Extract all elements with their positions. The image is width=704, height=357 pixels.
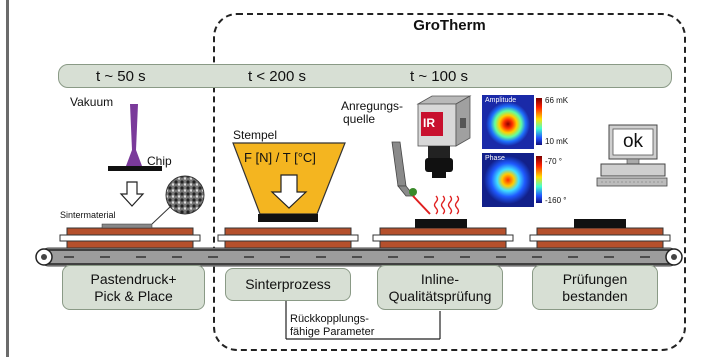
substrate-station4 — [529, 219, 671, 249]
phase-max: -70 ° — [545, 157, 562, 166]
step-pastendruck-line2: Pick & Place — [94, 287, 173, 304]
stamp — [232, 142, 346, 222]
feedback-label-1: Rückkopplungs- — [290, 313, 369, 325]
vakuum-label: Vakuum — [70, 95, 114, 109]
computer-icon — [596, 124, 668, 187]
stempel-label: Stempel — [233, 128, 278, 142]
amplitude-label: Amplitude — [485, 97, 517, 104]
heat-waves — [433, 195, 460, 215]
step-sinterprozess-line1: Sinterprozess — [245, 276, 331, 292]
grotherm-title: GroTherm — [413, 17, 486, 34]
amplitude-min: 10 mK — [545, 137, 569, 146]
time-step1: t ~ 50 s — [96, 68, 146, 85]
down-arrow-icon — [119, 181, 145, 207]
step-pastendruck-line1: Pastendruck+ — [90, 270, 177, 287]
chip-label: Chip — [147, 154, 172, 168]
amplitude-max: 66 mK — [545, 96, 569, 105]
feedback-bracket — [285, 296, 441, 340]
phase-min: -160 ° — [545, 196, 567, 205]
step-pruefungen-line1: Prüfungen — [562, 270, 628, 287]
vacuum-nozzle — [108, 104, 162, 171]
anregung-label-2: quelle — [343, 112, 376, 126]
ir-label: IR — [423, 116, 435, 130]
amplitude-image — [482, 95, 542, 149]
force-temp-label: F [N] / T [°C] — [244, 150, 316, 165]
ok-label: ok — [622, 131, 644, 152]
sintermaterial-label: Sintermaterial — [60, 210, 116, 220]
phase-label: Phase — [485, 155, 505, 162]
step-qualitaetspruefung: Inline-Qualitätsprüfung — [377, 265, 503, 310]
step-pastendruck: Pastendruck+Pick & Place — [62, 265, 205, 310]
ir-camera — [416, 95, 472, 178]
step-qualitaetspruefung-line1: Inline- — [420, 270, 460, 287]
sinter-microstructure-image — [151, 175, 205, 225]
grotherm-region — [213, 13, 686, 351]
time-step3: t ~ 100 s — [410, 68, 468, 85]
anregung-label-1: Anregungs- — [341, 99, 404, 113]
left-border — [6, 0, 9, 357]
feedback-label-2: fähige Parameter — [290, 326, 375, 338]
step-sinterprozess: Sinterprozess — [225, 268, 351, 301]
substrate-station3 — [372, 219, 514, 249]
step-qualitaetspruefung-line2: Qualitätsprüfung — [388, 287, 492, 304]
conveyor-belt — [35, 247, 683, 267]
step-pruefungen-line2: bestanden — [562, 287, 628, 304]
substrate-station1 — [59, 223, 201, 249]
substrate-station2 — [217, 227, 359, 249]
phase-image — [482, 153, 542, 207]
time-bar — [58, 64, 672, 88]
time-step2: t < 200 s — [248, 68, 306, 85]
feedback-label: Rückkopplungs- fähige Parameter — [290, 313, 374, 339]
excitation-source — [391, 141, 431, 215]
